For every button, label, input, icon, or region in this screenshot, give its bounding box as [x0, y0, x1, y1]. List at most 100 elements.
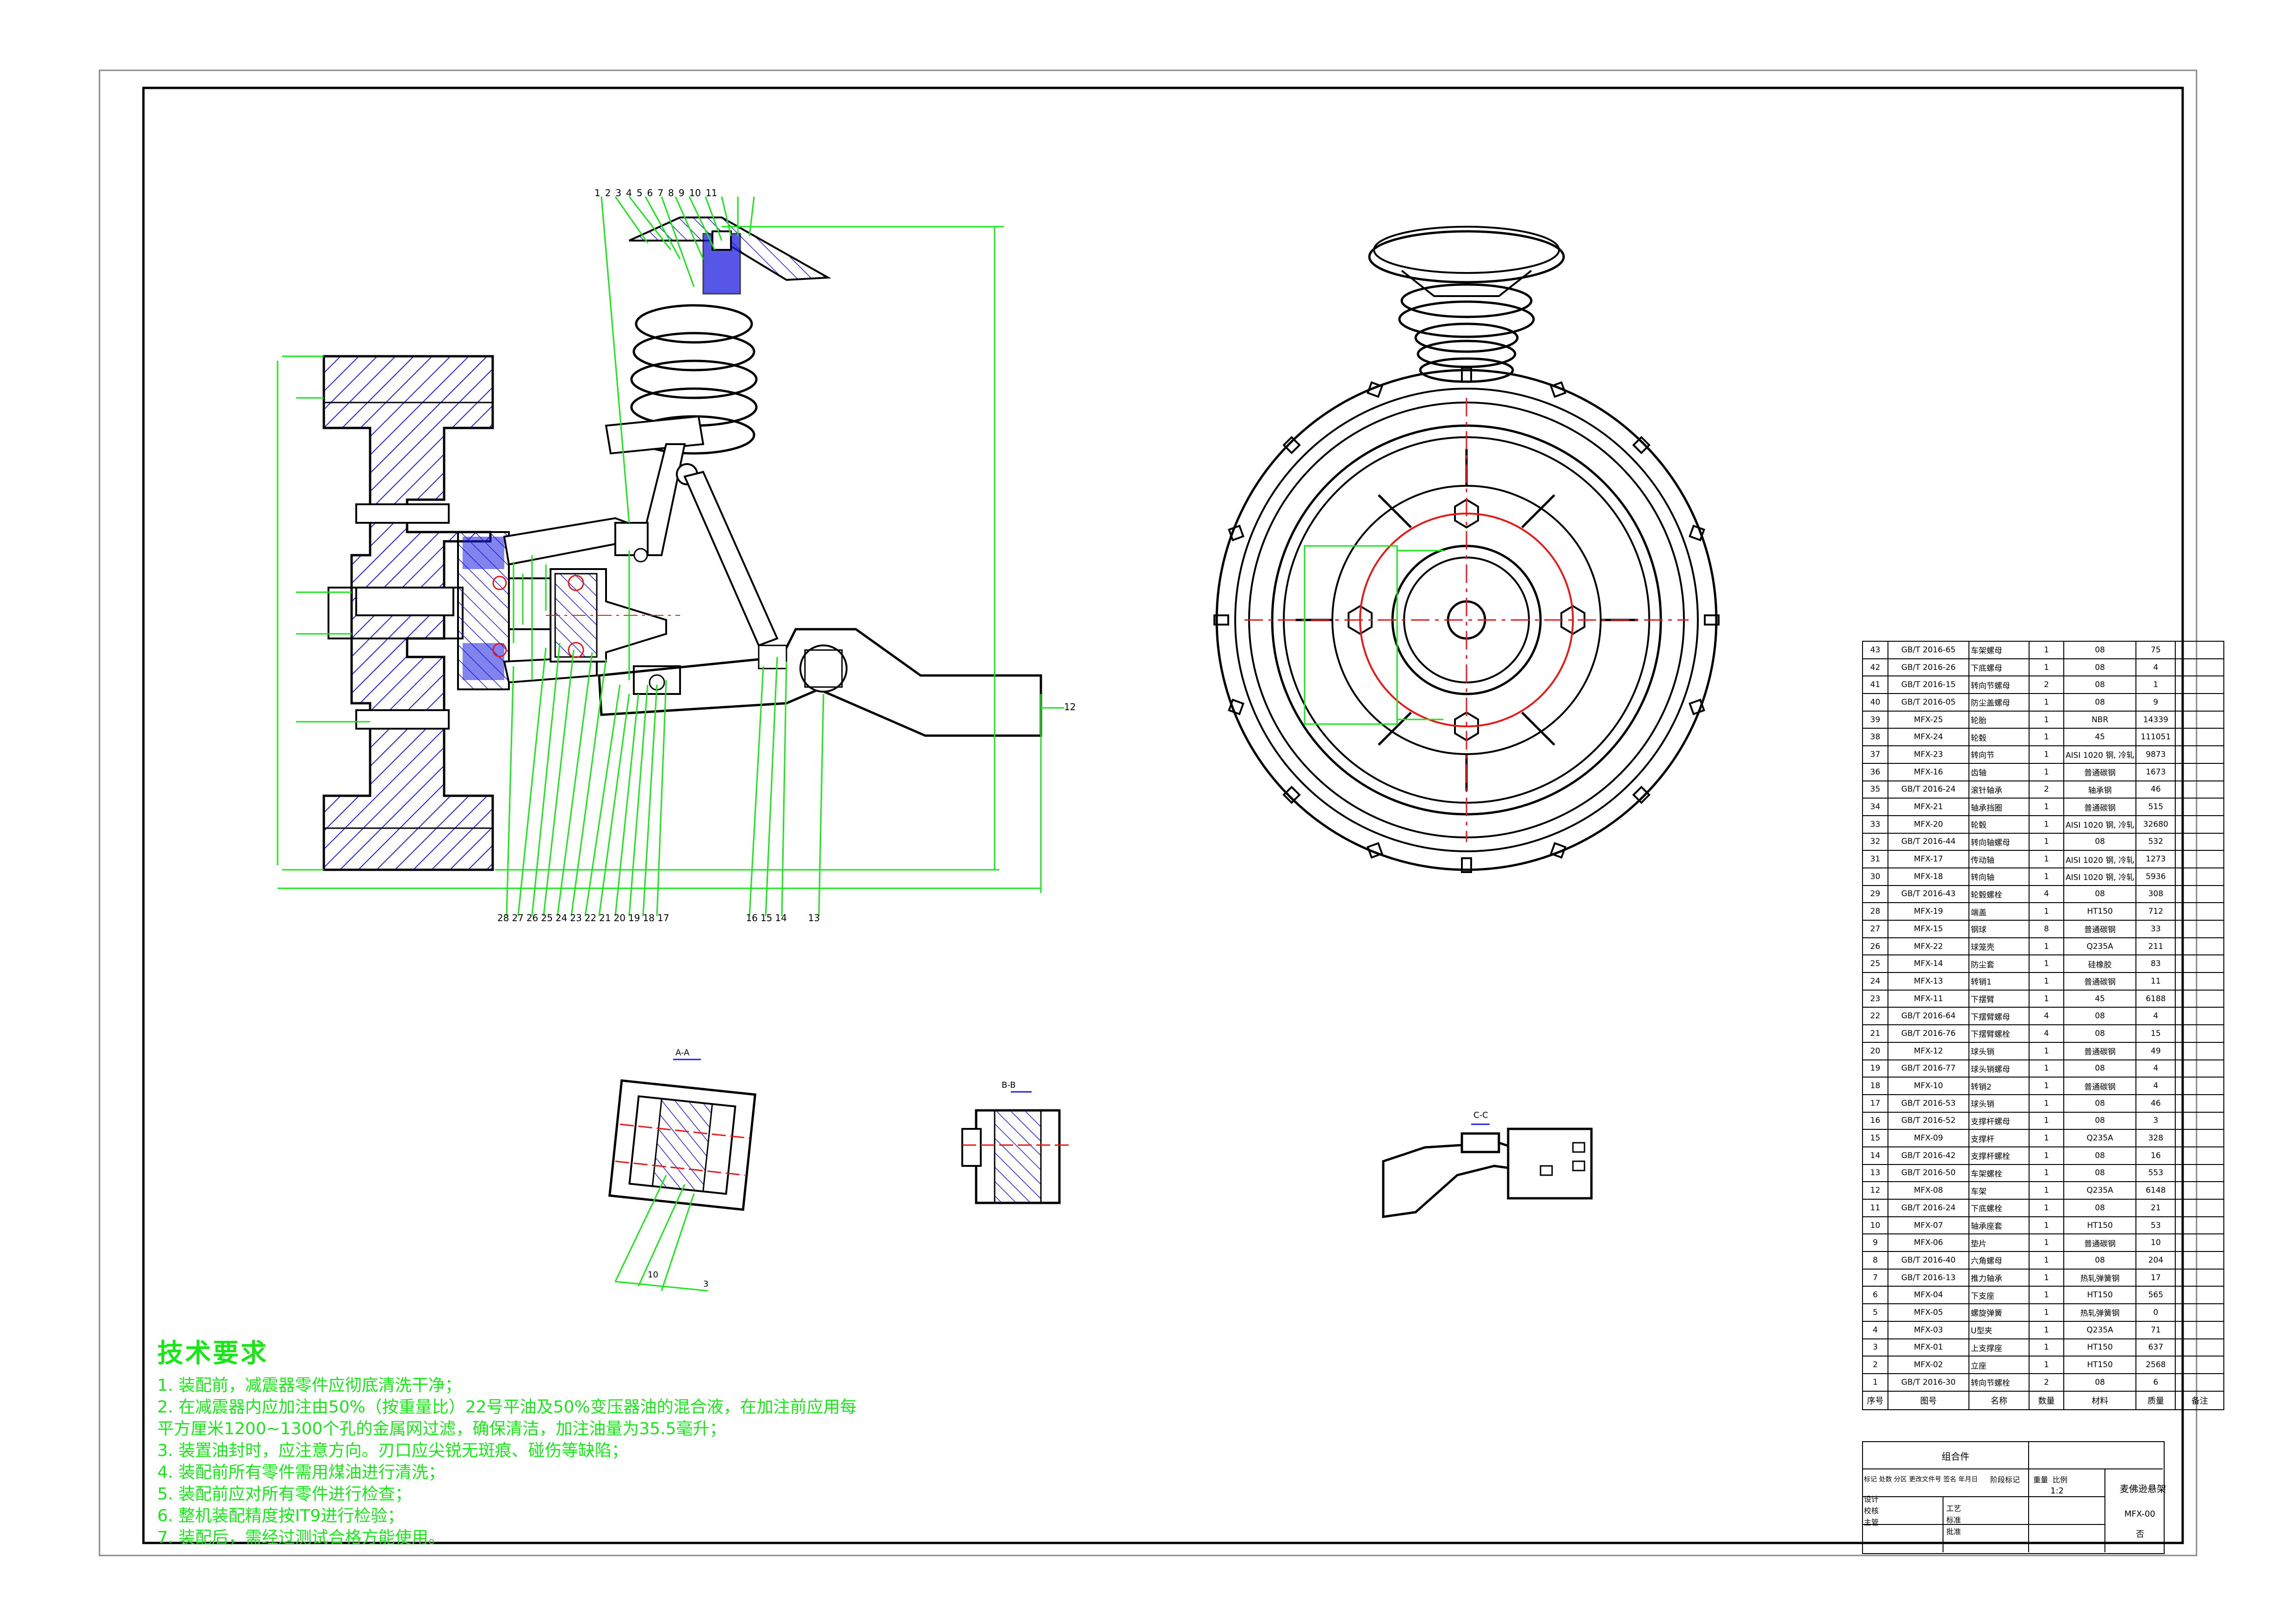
balloon: 4	[626, 187, 632, 198]
bom-cell	[2175, 1233, 2225, 1252]
bom-cell: 1	[2029, 658, 2064, 677]
bom-cell: 普通碳钢	[2063, 972, 2137, 991]
bom-cell: HT150	[2063, 1338, 2137, 1357]
bom-cell: 204	[2135, 1251, 2176, 1270]
bom-cell: 2568	[2135, 1356, 2176, 1374]
bom-cell: MFX-09	[1888, 1129, 1969, 1147]
bom-cell: 3	[1862, 1338, 1888, 1357]
bom-cell: 4	[2135, 658, 2176, 677]
section-a-a	[608, 1059, 757, 1292]
bom-cell: 1	[2029, 1077, 2064, 1095]
bom-cell: 防尘盖螺母	[1968, 693, 2030, 712]
bom-cell: 08	[2063, 1024, 2137, 1043]
bom-cell: 32	[1862, 832, 1888, 851]
bom-cell: AISI 1020 钢, 冷轧	[2063, 815, 2137, 834]
bom-cell: 14339	[2135, 710, 2176, 729]
tech-requirement-line: 6. 整机装配精度按IT9进行检验；	[157, 1506, 404, 1525]
bom-cell: 支撑杆螺母	[1968, 1111, 2030, 1130]
balloon: 21	[599, 912, 611, 923]
bom-cell: 328	[2135, 1129, 2176, 1147]
bom-cell: 39	[1862, 710, 1888, 729]
bom-cell: 1	[2029, 1286, 2064, 1305]
bom-cell: 1	[2029, 1320, 2064, 1339]
bom-cell	[2175, 1373, 2225, 1392]
balloon: 9	[678, 187, 685, 198]
bom-cell: Q235A	[2063, 1181, 2137, 1200]
bom-header-cell: 序号	[1862, 1390, 1888, 1410]
bom-cell: 普通碳钢	[2063, 1041, 2137, 1060]
bom-cell: 08	[2063, 1007, 2137, 1026]
bom-cell: 32680	[2135, 815, 2176, 834]
bom-cell: 6	[2135, 1373, 2176, 1392]
bom-cell: GB/T 2016-76	[1888, 1024, 1969, 1043]
bom-cell: 端盖	[1968, 902, 2030, 921]
bom-cell	[2175, 728, 2225, 747]
bom-cell: 螺旋弹簧	[1968, 1303, 2030, 1322]
side-view-wheel	[1213, 226, 1720, 873]
bom-cell: 1	[2029, 1146, 2064, 1165]
bom-cell: MFX-19	[1888, 902, 1969, 921]
bom-cell: HT150	[2063, 1216, 2137, 1235]
balloon-labels-top: 1 2 3 4 5 6 7 8 9 10 11	[594, 187, 789, 198]
bom-cell	[2175, 1216, 2225, 1235]
bom-cell: 普通碳钢	[2063, 762, 2137, 781]
bom-cell: 六角螺母	[1968, 1251, 2030, 1270]
bom-cell: 4	[2029, 885, 2064, 904]
section-label-b: B-B	[1002, 1080, 1016, 1090]
bom-cell: MFX-14	[1888, 954, 1969, 973]
bom-cell: MFX-05	[1888, 1303, 1969, 1322]
bom-cell: 垫片	[1968, 1233, 2030, 1252]
bom-cell: 支撑杆螺栓	[1968, 1146, 2030, 1165]
section-a-dim: 3	[703, 1279, 709, 1289]
bom-cell	[2175, 745, 2225, 764]
bom-cell: 6148	[2135, 1181, 2176, 1200]
balloon: 27	[512, 912, 524, 923]
bom-cell: 轴承钢	[2063, 780, 2137, 799]
bom-cell: 1	[2029, 867, 2064, 886]
bom-cell	[2175, 1041, 2225, 1060]
bom-cell: 1	[2029, 832, 2064, 851]
part-number: MFX-00	[2124, 1509, 2155, 1519]
design-label: 设计	[1864, 1495, 1879, 1504]
bom-cell: 21	[1862, 1024, 1888, 1043]
bom-cell: 08	[2063, 832, 2137, 851]
bom-cell: 2	[2029, 675, 2064, 694]
weight-label: 重量	[2033, 1475, 2048, 1484]
bom-cell: 10	[1862, 1216, 1888, 1235]
bom-cell: 立座	[1968, 1356, 2030, 1374]
bom-cell: 1	[2029, 815, 2064, 834]
bom-cell: MFX-08	[1888, 1181, 1969, 1200]
bom-cell: 21	[2135, 1199, 2176, 1217]
bom-cell: 30	[1862, 867, 1888, 886]
bom-cell: GB/T 2016-43	[1888, 885, 1969, 904]
standard-label: 标准	[1946, 1516, 1962, 1524]
bom-cell: 1	[2029, 1181, 2064, 1200]
bom-cell	[2175, 1111, 2225, 1130]
technical-requirements: 技术要求 1. 装配前，减震器零件应彻底清洗干净； 2. 在减震器内应加注由50…	[157, 1332, 990, 1549]
balloon-label-right: 12	[1064, 701, 1076, 712]
bom-cell: 637	[2135, 1338, 2176, 1357]
bom-cell: 1	[2029, 762, 2064, 781]
balloon: 8	[668, 187, 674, 198]
bom-cell: 83	[2135, 954, 2176, 973]
bom-cell: 球笼壳	[1968, 937, 2030, 956]
bom-cell: MFX-12	[1888, 1041, 1969, 1060]
bom-cell: 滚针轴承	[1968, 780, 2030, 799]
bom-cell: 08	[2063, 885, 2137, 904]
bom-cell: 1	[2029, 728, 2064, 747]
title-header-row: 标记 处数 分区 更改文件号 签名 年月日	[1864, 1476, 1978, 1483]
